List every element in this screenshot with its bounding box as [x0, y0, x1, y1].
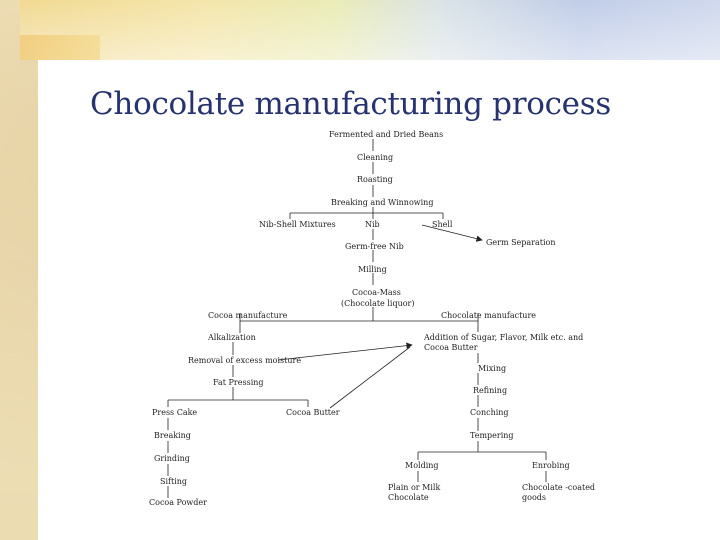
- node-nib-shell-mixtures: Nib-Shell Mixtures: [259, 220, 336, 229]
- node-shell: Shell: [432, 220, 453, 229]
- node-chocolate-liquor: (Chocolate liquor): [341, 299, 415, 308]
- node-addition-cocoa-butter: Cocoa Butter: [424, 343, 478, 352]
- node-roasting: Roasting: [357, 175, 393, 184]
- node-enrobing: Enrobing: [532, 461, 570, 470]
- node-molding: Molding: [405, 461, 439, 470]
- node-press-cake: Press Cake: [152, 408, 198, 417]
- node-fermented-beans: Fermented and Dried Beans: [329, 130, 444, 139]
- node-alkalization: Alkalization: [208, 333, 256, 342]
- node-breaking: Breaking: [154, 431, 191, 440]
- node-addition: Addition of Sugar, Flavor, Milk etc. and: [424, 333, 584, 342]
- node-cocoa-manufacture: Cocoa manufacture: [208, 311, 288, 320]
- node-refining: Refining: [473, 386, 508, 395]
- node-germ-free-nib: Germ-free Nib: [345, 242, 404, 251]
- node-fat-pressing: Fat Pressing: [213, 378, 264, 387]
- node-mixing: Mixing: [478, 364, 507, 373]
- node-tempering: Tempering: [470, 431, 514, 440]
- node-cleaning: Cleaning: [357, 153, 394, 162]
- node-plain-milk-chocolate: Chocolate: [388, 493, 429, 502]
- banner-glow: [20, 0, 720, 60]
- node-cocoa-butter: Cocoa Butter: [286, 408, 340, 417]
- node-cocoa-mass: Cocoa-Mass: [352, 288, 401, 297]
- node-chocolate-manufacture: Chocolate manufacture: [441, 311, 537, 320]
- node-cocoa-powder: Cocoa Powder: [149, 498, 207, 507]
- node-conching: Conching: [470, 408, 509, 417]
- decorative-banner: [20, 0, 720, 60]
- node-milling: Milling: [358, 265, 387, 274]
- node-germ-separation: Germ Separation: [486, 238, 556, 247]
- node-plain-milk: Plain or Milk: [388, 483, 441, 492]
- node-breaking-winnowing: Breaking and Winnowing: [331, 198, 434, 207]
- node-sifting: Sifting: [160, 477, 188, 486]
- node-nib: Nib: [365, 220, 380, 229]
- slide-area: [38, 60, 720, 540]
- node-grinding: Grinding: [154, 454, 190, 463]
- slide-title: Chocolate manufacturing process: [90, 86, 611, 122]
- node-chocolate-coated-goods: goods: [522, 493, 546, 502]
- node-chocolate-coated: Chocolate -coated: [522, 483, 596, 492]
- decorative-band: [20, 35, 100, 60]
- node-removal-moisture: Removal of excess moisture: [188, 356, 302, 365]
